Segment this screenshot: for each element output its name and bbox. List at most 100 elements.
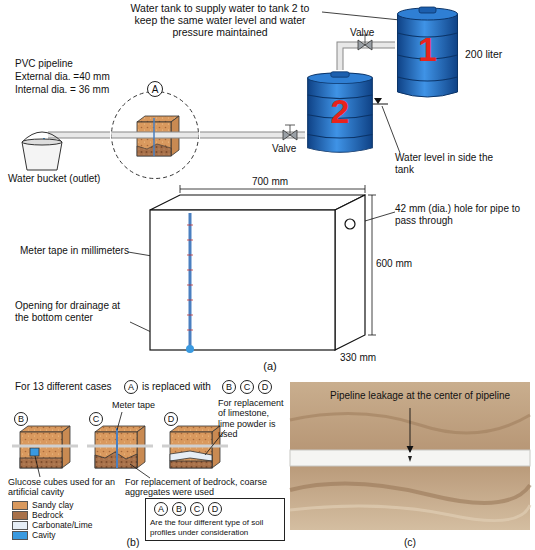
annotation-label: Water tank to supply water to tank 2 to … (120, 2, 320, 38)
valve-symbol (283, 130, 297, 140)
meter-tape (187, 240, 193, 241)
circled-letter: D (208, 502, 222, 516)
circled-letter: D (258, 380, 272, 394)
water-bucket (22, 132, 62, 170)
dimension-lines (372, 195, 373, 335)
circled-letter: C (89, 412, 103, 426)
leakage-photo (290, 382, 530, 530)
valve-symbol (365, 35, 366, 45)
pipe-connector (200, 133, 305, 138)
dimension-lines (368, 195, 376, 196)
tank-shape (419, 7, 436, 13)
circled-letter: A (154, 502, 168, 516)
meter-tape (187, 255, 193, 256)
legend-swatch (12, 521, 28, 530)
pipe-connector (200, 132, 305, 139)
pipe-connector (200, 135, 305, 136)
tank-number: 1 (395, 32, 460, 66)
meter-tape (187, 270, 193, 271)
dimension-lines (180, 185, 181, 193)
annotation-label: Meter tape in millimeters (20, 245, 130, 257)
tank-number: 2 (305, 94, 375, 128)
legend-swatch (12, 501, 28, 510)
profile-box-c (116, 428, 118, 468)
profile-detail: A (110, 90, 200, 180)
zoom-circle (110, 90, 200, 180)
annotation-label: is replaced with (142, 381, 222, 393)
annotation-label: Opening for drainage at the bottom cente… (15, 300, 133, 323)
dimension-lines (180, 189, 365, 190)
profile-box-c (87, 445, 153, 448)
annotation-label: (a) (255, 360, 285, 373)
valve-symbol (285, 125, 295, 126)
water-level-mark (374, 98, 382, 104)
circled-letter: D (164, 412, 178, 426)
annotation-label: 42 mm (dia.) hole for pipe to pass throu… (395, 203, 525, 226)
zoom-circle (112, 132, 199, 139)
circled-letter: C (240, 380, 254, 394)
letter-text: A (155, 503, 167, 515)
tank-shape (398, 8, 458, 20)
zoom-circle (112, 92, 199, 179)
annotation-label: 200 liter (465, 48, 530, 60)
profile-box-d (162, 445, 228, 448)
pipe-connector (340, 45, 395, 70)
soil-test-box (335, 195, 365, 350)
profile-box-d (170, 451, 212, 461)
meter-tape (187, 225, 193, 330)
profile-box-b (20, 458, 62, 468)
water-bucket (22, 132, 62, 142)
annotation-label: For replacement of bedrock, coarse aggre… (125, 477, 275, 498)
soil-test-box (150, 195, 365, 350)
annotation-label: Pipeline leakage at the center of pipeli… (330, 390, 520, 402)
dimension-lines (368, 335, 376, 336)
leader-lines (35, 456, 40, 477)
leakage-photo (290, 382, 530, 530)
valve-symbol (360, 35, 370, 36)
note-text: Are the four different type of soil prof… (150, 518, 280, 537)
dimension-lines (180, 185, 376, 335)
circled-letter: B (222, 380, 236, 394)
annotation-label: For 13 different cases (15, 381, 125, 393)
annotation-label: External dia. =40 mm (15, 71, 110, 83)
circled-letter: B (14, 412, 28, 426)
meter-tape (187, 300, 193, 301)
circled-letter: A (124, 380, 138, 394)
annotation-label: Valve (350, 27, 390, 39)
soil-test-box (345, 219, 355, 229)
meter-tape (189, 213, 192, 347)
letter-text: B (173, 503, 185, 515)
annotation-label: Valve (272, 143, 312, 155)
leakage-photo (290, 484, 530, 503)
profile-box-b (20, 426, 70, 432)
annotation-label: Water bucket (outlet) (8, 173, 108, 185)
profile-box-b (12, 426, 78, 468)
water-tank: 2 (305, 70, 375, 155)
meter-tape (187, 315, 193, 316)
valve-symbol (290, 125, 291, 135)
letter-text: D (259, 381, 271, 393)
legend-swatch (12, 531, 28, 540)
letter-text: C (241, 381, 253, 393)
annotation-label: PVC pipeline (15, 58, 110, 70)
outlet-pipe (48, 133, 110, 138)
leader-lines (117, 412, 122, 430)
annotation-label: Internal dia. = 36 mm (15, 84, 110, 96)
profile-box-d (170, 461, 212, 468)
zoom-circle (112, 133, 199, 138)
meter-tape (187, 330, 193, 331)
soil-test-box (150, 195, 365, 210)
valve-symbol (358, 40, 372, 50)
meter-tape (186, 345, 194, 353)
legend-swatch (12, 511, 28, 520)
leader-lines (128, 12, 400, 349)
letter-text: B (223, 381, 235, 393)
leader-lines (382, 106, 400, 153)
profile-box-c (87, 426, 153, 468)
leakage-photo (290, 450, 530, 466)
leakage-photo (408, 456, 412, 462)
legend-text: Cavity (32, 530, 56, 540)
letter-text: C (191, 503, 203, 515)
legend-text: Carbonate/Lime (32, 520, 92, 530)
